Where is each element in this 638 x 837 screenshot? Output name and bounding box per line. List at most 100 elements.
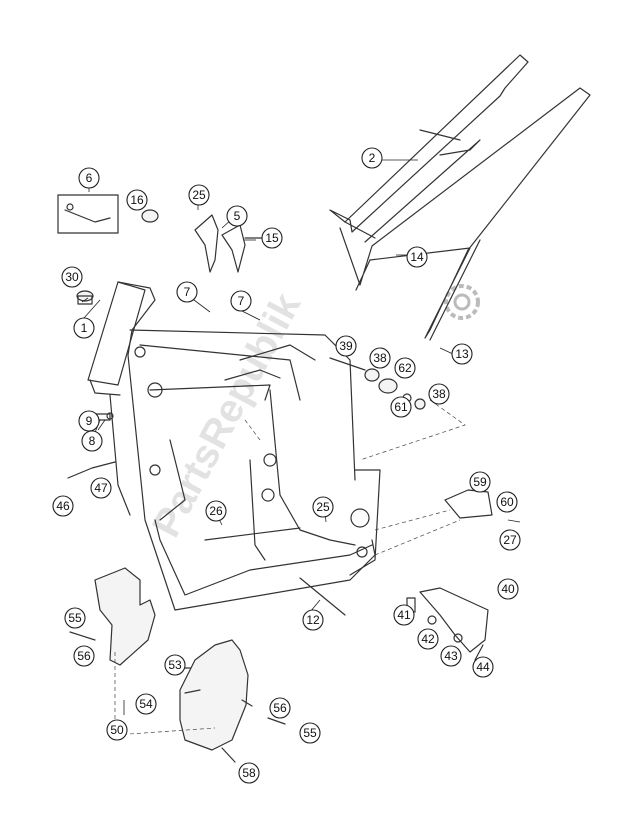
small-parts	[57, 194, 493, 763]
callout-44: 44	[472, 656, 494, 678]
callout-number: 40	[501, 582, 515, 596]
subframe	[329, 54, 591, 341]
callout-circle	[428, 383, 450, 405]
callout-number: 53	[168, 658, 182, 672]
callout-circle	[164, 654, 186, 676]
callout-14: 14	[406, 246, 428, 268]
callout-number: 14	[410, 250, 424, 264]
main-frame	[87, 281, 381, 611]
callout-number: 56	[77, 649, 91, 663]
callout-circle	[90, 477, 112, 499]
callout-circle	[261, 227, 283, 249]
callout-number: 44	[476, 660, 490, 674]
callout-25: 25	[188, 184, 210, 206]
callout-circle	[226, 205, 248, 227]
callout-circle	[496, 491, 518, 513]
callout-circle	[472, 656, 494, 678]
callout-circle	[176, 281, 198, 303]
callout-circle	[451, 343, 473, 365]
callout-circle	[106, 719, 128, 741]
callout-number: 55	[68, 611, 82, 625]
callout-circle	[73, 317, 95, 339]
callout-circle	[417, 628, 439, 650]
callout-number: 54	[139, 697, 153, 711]
callout-circle	[499, 529, 521, 551]
callout-number: 62	[398, 361, 412, 375]
callout-62: 62	[394, 357, 416, 379]
callout-circle	[64, 607, 86, 629]
callout-38: 38	[428, 383, 450, 405]
callout-15: 15	[261, 227, 283, 249]
callout-43: 43	[440, 645, 462, 667]
callout-circle	[126, 189, 148, 211]
callout-circle	[230, 290, 252, 312]
callout-59: 59	[469, 471, 491, 493]
callout-26: 26	[205, 500, 227, 522]
callout-circle	[135, 693, 157, 715]
callout-circle	[361, 147, 383, 169]
callout-circle	[188, 184, 210, 206]
callout-39: 39	[335, 335, 357, 357]
callout-circle	[394, 357, 416, 379]
callout-number: 56	[273, 701, 287, 715]
callout-circle	[406, 246, 428, 268]
callout-circle	[335, 335, 357, 357]
callout-circle	[369, 347, 391, 369]
callout-6: 6	[78, 167, 100, 189]
callout-number: 7	[238, 294, 245, 308]
callout-58: 58	[238, 762, 260, 784]
callout-55: 55	[299, 722, 321, 744]
callout-number: 27	[503, 533, 517, 547]
callout-number: 46	[56, 499, 70, 513]
callout-8: 8	[81, 430, 103, 452]
callout-55: 55	[64, 607, 86, 629]
callout-number: 5	[234, 209, 241, 223]
callout-circle	[205, 500, 227, 522]
callout-7: 7	[176, 281, 198, 303]
callout-number: 43	[444, 649, 458, 663]
callout-number: 7	[184, 285, 191, 299]
callout-number: 59	[473, 475, 487, 489]
callout-circle	[61, 266, 83, 288]
callout-56: 56	[73, 645, 95, 667]
callout-46: 46	[52, 495, 74, 517]
callout-number: 15	[265, 231, 279, 245]
callout-number: 38	[373, 351, 387, 365]
callout-circle	[312, 496, 334, 518]
callout-circle	[269, 697, 291, 719]
callout-13: 13	[451, 343, 473, 365]
callout-number: 47	[94, 481, 108, 495]
callout-61: 61	[390, 396, 412, 418]
callout-number: 42	[421, 632, 435, 646]
callout-circle	[469, 471, 491, 493]
callout-5: 5	[226, 205, 248, 227]
callout-25: 25	[312, 496, 334, 518]
callout-number: 13	[455, 347, 469, 361]
callout-number: 2	[369, 151, 376, 165]
gear-icon	[444, 284, 480, 320]
callout-number: 55	[303, 726, 317, 740]
callout-number: 61	[394, 400, 408, 414]
callout-circle	[393, 604, 415, 626]
callout-circle	[440, 645, 462, 667]
callout-number: 26	[209, 504, 223, 518]
callout-number: 39	[339, 339, 353, 353]
callout-16: 16	[126, 189, 148, 211]
callout-1: 1	[73, 317, 95, 339]
callout-12: 12	[302, 609, 324, 631]
callout-number: 12	[306, 613, 320, 627]
callout-circle	[390, 396, 412, 418]
callout-number: 58	[242, 766, 256, 780]
callout-circle	[299, 722, 321, 744]
watermark-text: PartsRepublik	[144, 285, 309, 544]
callout-41: 41	[393, 604, 415, 626]
callout-number: 60	[500, 495, 514, 509]
callout-38: 38	[369, 347, 391, 369]
callout-circle	[238, 762, 260, 784]
callout-number: 16	[130, 193, 144, 207]
callout-circle	[73, 645, 95, 667]
callout-50: 50	[106, 719, 128, 741]
